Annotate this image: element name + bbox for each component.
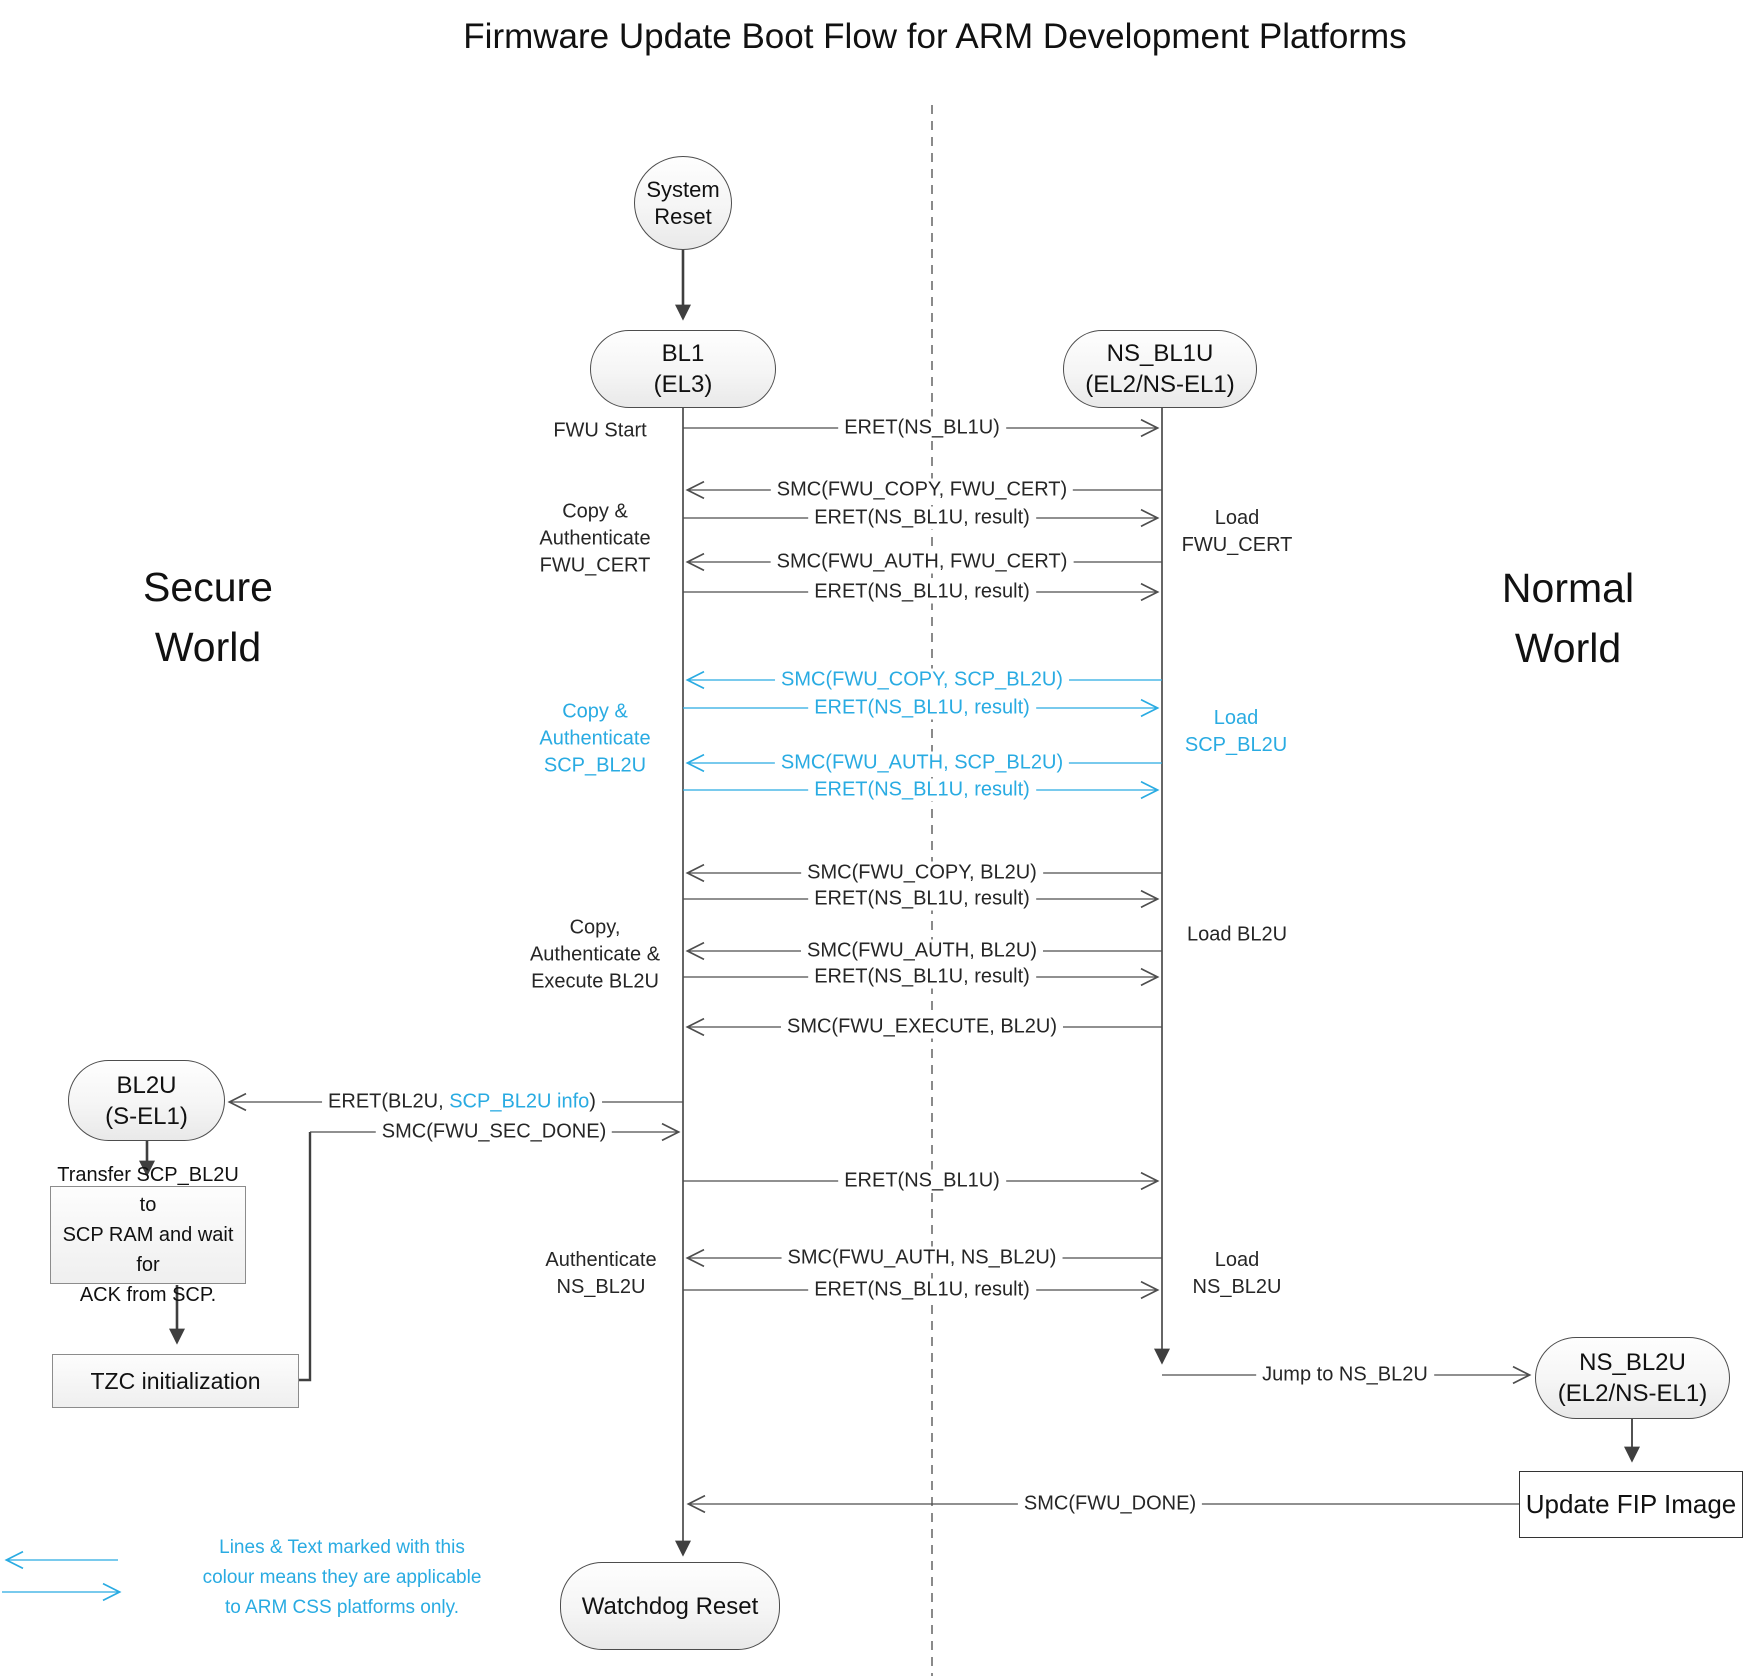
watchdog-reset-label: Watchdog Reset xyxy=(581,1592,759,1620)
normal-world-line2: World xyxy=(1514,625,1622,671)
msg-eret-bl2u-prefix: ERET(BL2U, xyxy=(328,1090,450,1113)
msg-eret-bl2u-blue-part: SCP_BL2U info xyxy=(449,1090,590,1113)
copy-auth-fwu-cert-line2: Authenticate xyxy=(539,527,651,550)
node-ns-bl1u: NS_BL1U (EL2/NS-EL1) xyxy=(1063,330,1257,408)
load-ns-bl2u-line1: Load xyxy=(1214,1249,1260,1271)
label-load-ns-bl2u: Load NS_BL2U xyxy=(1193,1247,1282,1301)
ns-bl2u-line2: (EL2/NS-EL1) xyxy=(1557,1380,1708,1407)
secure-world-line2: World xyxy=(154,624,262,670)
label-fwu-start: FWU Start xyxy=(553,419,647,442)
page-title: Firmware Update Boot Flow for ARM Develo… xyxy=(463,17,1407,56)
node-transfer-scp-bl2u: Transfer SCP_BL2U to SCP RAM and wait fo… xyxy=(50,1164,246,1306)
load-scp-bl2u-line1: Load xyxy=(1213,707,1259,729)
label-copy-auth-exec-bl2u: Copy, Authenticate & Execute BL2U xyxy=(530,915,660,996)
copy-auth-fwu-cert-line1: Copy & xyxy=(562,500,628,523)
msg-smc-fwu-copy-fwu-cert: SMC(FWU_COPY, FWU_CERT) xyxy=(770,478,1074,502)
msg-smc-fwu-auth-scp-bl2u: SMC(FWU_AUTH, SCP_BL2U) xyxy=(774,751,1070,775)
copy-auth-scp-line2: Authenticate xyxy=(539,727,651,750)
copy-auth-scp-line1: Copy & xyxy=(562,700,628,723)
node-system-reset: System Reset xyxy=(634,156,732,250)
msg-smc-fwu-auth-ns-bl2u: SMC(FWU_AUTH, NS_BL2U) xyxy=(781,1246,1063,1270)
msg-smc-fwu-copy-bl2u: SMC(FWU_COPY, BL2U) xyxy=(801,861,1043,885)
bl2u-line1: BL2U xyxy=(116,1071,177,1099)
msg-eret-result-4: ERET(NS_BL1U, result) xyxy=(808,965,1036,989)
load-fwu-cert-line2: FWU_CERT xyxy=(1181,534,1293,556)
update-fip-label: Update FIP Image xyxy=(1525,1489,1737,1519)
load-fwu-cert-line1: Load xyxy=(1214,507,1260,529)
transfer-line2: SCP RAM and wait for xyxy=(62,1224,234,1276)
copy-auth-fwu-cert-line3: FWU_CERT xyxy=(539,554,651,577)
ns-bl1u-line1: NS_BL1U xyxy=(1106,340,1214,367)
legend-text: Lines & Text marked with this colour mea… xyxy=(203,1533,482,1623)
msg-eret-bl2u-scp-info: ERET(BL2U, SCP_BL2U info) xyxy=(322,1090,602,1114)
msg-eret-ns-bl1u-2: ERET(NS_BL1U) xyxy=(838,1169,1006,1193)
tzc-to-smc-sec-done-connector xyxy=(299,1132,312,1382)
msg-eret-result-scp-1: ERET(NS_BL1U, result) xyxy=(808,696,1036,720)
label-authenticate-ns-bl2u: Authenticate NS_BL2U xyxy=(545,1247,656,1301)
copy-auth-scp-line3: SCP_BL2U xyxy=(543,754,647,777)
load-scp-bl2u-line2: SCP_BL2U xyxy=(1184,734,1288,756)
node-update-fip-image: Update FIP Image xyxy=(1519,1471,1743,1538)
legend-line1: Lines & Text marked with this xyxy=(219,1537,465,1558)
normal-world-line1: Normal xyxy=(1501,565,1635,611)
auth-ns-bl2u-line1: Authenticate xyxy=(545,1249,657,1271)
msg-eret-result-1: ERET(NS_BL1U, result) xyxy=(808,506,1036,530)
ns-bl2u-line1: NS_BL2U xyxy=(1579,1349,1686,1376)
msg-eret-ns-bl1u-start: ERET(NS_BL1U) xyxy=(838,416,1006,440)
load-ns-bl2u-line2: NS_BL2U xyxy=(1192,1276,1282,1298)
copy-auth-exec-line2: Authenticate & xyxy=(529,943,661,966)
msg-smc-fwu-done: SMC(FWU_DONE) xyxy=(1017,1492,1203,1516)
label-load-fwu-cert: Load FWU_CERT xyxy=(1182,505,1293,559)
ns-bl1u-line2: (EL2/NS-EL1) xyxy=(1085,371,1235,398)
normal-world-label: Normal World xyxy=(1502,558,1634,678)
msg-smc-fwu-auth-fwu-cert: SMC(FWU_AUTH, FWU_CERT) xyxy=(770,550,1074,574)
auth-ns-bl2u-line2: NS_BL2U xyxy=(556,1276,646,1298)
node-tzc-initialization: TZC initialization xyxy=(52,1354,299,1408)
msg-smc-fwu-execute-bl2u: SMC(FWU_EXECUTE, BL2U) xyxy=(780,1015,1064,1039)
legend-line2: colour means they are applicable xyxy=(202,1567,482,1588)
msg-eret-result-5: ERET(NS_BL1U, result) xyxy=(808,1278,1036,1302)
label-load-scp-bl2u: Load SCP_BL2U xyxy=(1185,705,1287,759)
system-reset-line1: System xyxy=(646,177,720,202)
msg-jump-to-ns-bl2u: Jump to NS_BL2U xyxy=(1256,1363,1434,1387)
bl1-line2: (EL3) xyxy=(653,371,713,398)
msg-smc-fwu-copy-scp-bl2u: SMC(FWU_COPY, SCP_BL2U) xyxy=(775,668,1069,692)
node-bl2u: BL2U (S-EL1) xyxy=(68,1060,225,1141)
legend-line3: to ARM CSS platforms only. xyxy=(224,1597,460,1618)
tzc-label: TZC initialization xyxy=(90,1367,261,1394)
node-ns-bl2u: NS_BL2U (EL2/NS-EL1) xyxy=(1535,1337,1730,1419)
node-watchdog-reset: Watchdog Reset xyxy=(560,1562,780,1650)
label-copy-auth-scp-bl2u: Copy & Authenticate SCP_BL2U xyxy=(539,699,650,780)
label-load-bl2u: Load BL2U xyxy=(1186,923,1288,946)
transfer-line1: Transfer SCP_BL2U to xyxy=(57,1164,239,1216)
secure-world-line1: Secure xyxy=(143,564,273,610)
msg-eret-result-2: ERET(NS_BL1U, result) xyxy=(808,580,1036,604)
msg-smc-fwu-sec-done: SMC(FWU_SEC_DONE) xyxy=(375,1120,613,1144)
msg-eret-result-3: ERET(NS_BL1U, result) xyxy=(808,887,1036,911)
msg-eret-result-scp-2: ERET(NS_BL1U, result) xyxy=(808,778,1036,802)
copy-auth-exec-line3: Execute BL2U xyxy=(531,970,659,993)
node-bl1: BL1 (EL3) xyxy=(590,330,776,408)
copy-auth-exec-line1: Copy, xyxy=(569,916,621,939)
msg-eret-bl2u-suffix: ) xyxy=(589,1090,596,1113)
msg-smc-fwu-auth-bl2u: SMC(FWU_AUTH, BL2U) xyxy=(800,939,1044,963)
transfer-line3: ACK from SCP. xyxy=(79,1284,217,1306)
system-reset-line2: Reset xyxy=(654,204,712,229)
secure-world-label: Secure World xyxy=(143,557,273,677)
bl1-line1: BL1 xyxy=(661,340,705,367)
bl2u-line2: (S-EL1) xyxy=(105,1102,188,1130)
label-copy-auth-fwu-cert: Copy & Authenticate FWU_CERT xyxy=(539,499,650,580)
